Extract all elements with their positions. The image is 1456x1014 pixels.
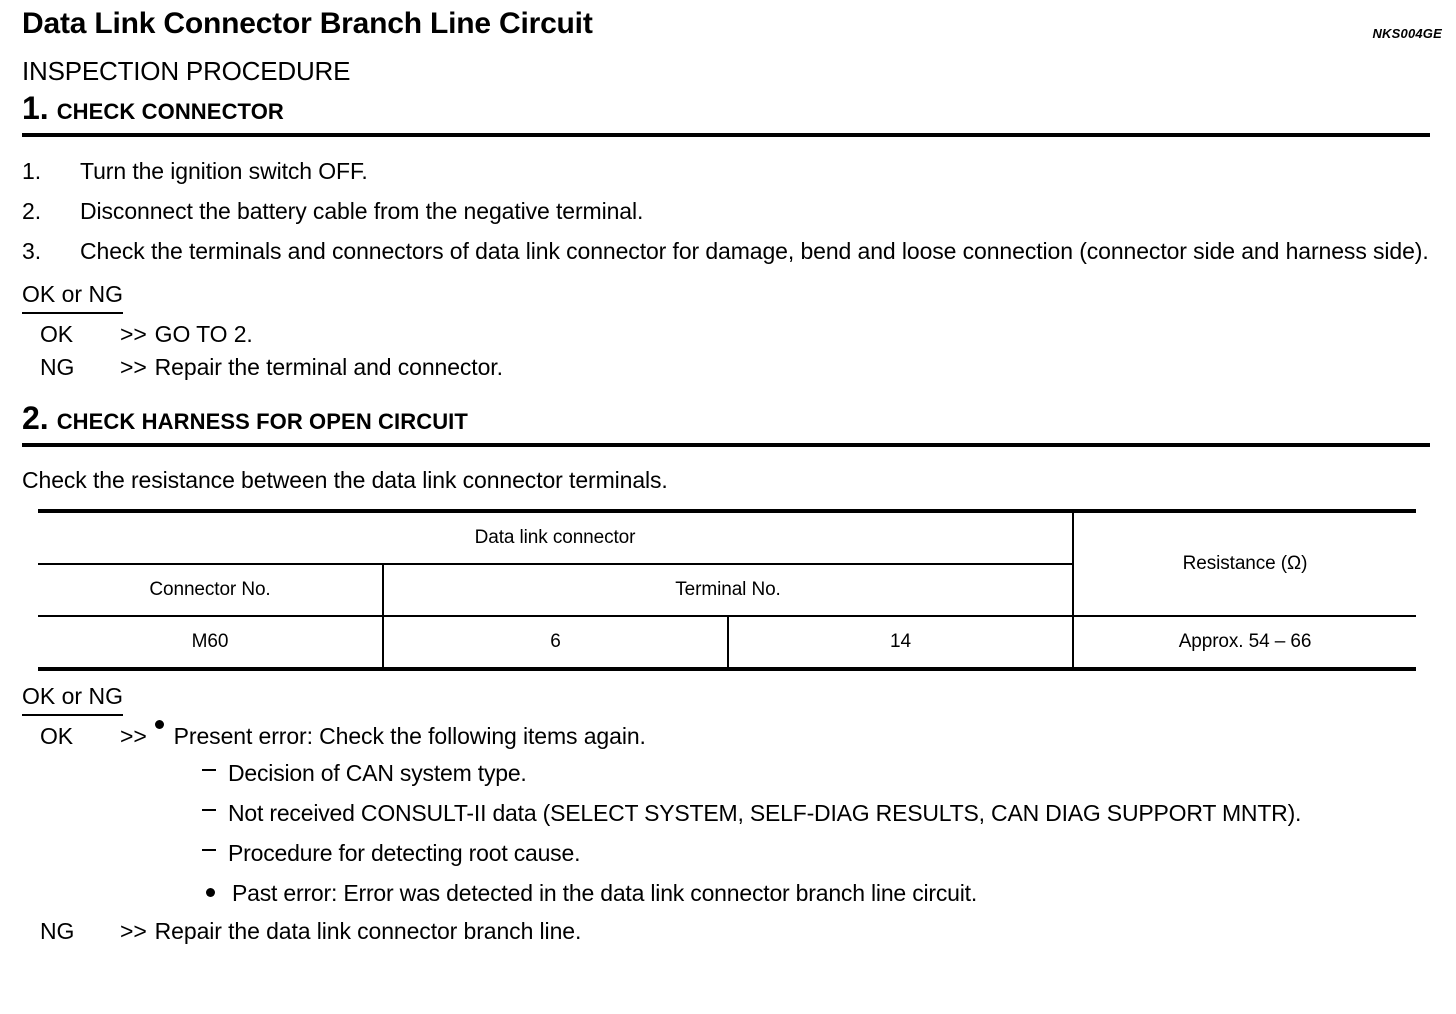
list-item-number: 1. <box>22 158 41 184</box>
list-item-text: Turn the ignition switch OFF. <box>80 158 368 184</box>
list-item-text: Check the terminals and connectors of da… <box>80 238 1429 264</box>
result-key: NG <box>40 918 75 944</box>
title-row: Data Link Connector Branch Line Circuit … <box>0 0 1456 46</box>
result-value: Repair the data link connector branch li… <box>154 918 582 944</box>
section-subtitle: INSPECTION PROCEDURE <box>22 56 351 86</box>
list-item-text: Not received CONSULT-II data (SELECT SYS… <box>228 800 1302 826</box>
list-item: Not received CONSULT-II data (SELECT SYS… <box>202 793 1456 833</box>
step-1-heading: 1. CHECK CONNECTOR <box>22 90 1456 127</box>
result-row-ng: NG >> Repair the data link connector bra… <box>22 915 1456 948</box>
dash-icon <box>202 753 228 793</box>
step-2-results: OK >> Present error: Check the following… <box>22 720 1456 948</box>
result-key: OK <box>40 321 74 347</box>
step-1-result-label: OK or NG <box>22 277 123 314</box>
result-row-ok: OK >> Present error: Check the following… <box>22 720 1456 753</box>
cell-terminal-b: 14 <box>726 616 1074 671</box>
step-1-results: OK >> GO TO 2. NG >> Repair the terminal… <box>22 318 1456 384</box>
result-arrow: >> <box>120 918 147 944</box>
list-item-text: Disconnect the battery cable from the ne… <box>80 198 644 224</box>
step-2-heading: 2. CHECK HARNESS FOR OPEN CIRCUIT <box>22 400 1456 437</box>
step-1-number: 1. <box>22 90 49 126</box>
step-2-divider <box>22 443 1430 447</box>
list-item: Procedure for detecting root cause. <box>202 833 1456 873</box>
resistance-spec-table: Data link connector Resistance (Ω) Conne… <box>38 509 1417 671</box>
list-item-text: Past error: Error was detected in the da… <box>232 880 978 906</box>
list-item: Past error: Error was detected in the da… <box>206 873 1456 913</box>
table-row: M60 6 14 Approx. 54 – 66 <box>38 616 1417 671</box>
result-key: OK <box>40 723 74 749</box>
dash-icon <box>202 833 228 873</box>
result-value: GO TO 2. <box>154 321 253 347</box>
list-item: Decision of CAN system type. <box>202 753 1456 793</box>
result-arrow: >> <box>120 321 147 347</box>
bullet-icon <box>206 873 232 913</box>
table-header-terminal-no: Terminal No. <box>381 564 1074 617</box>
list-item: 2. Disconnect the battery cable from the… <box>22 191 1430 231</box>
result-row-ng: NG >> Repair the terminal and connector. <box>22 351 1456 384</box>
list-item: 1. Turn the ignition switch OFF. <box>22 151 1430 191</box>
page-title: Data Link Connector Branch Line Circuit <box>22 7 593 40</box>
step-2-number: 2. <box>22 400 49 436</box>
list-item-text: Decision of CAN system type. <box>228 760 527 786</box>
table-header-row-cols: Connector No. Terminal No. <box>38 564 1416 617</box>
table-header-connector-no: Connector No. <box>38 564 383 617</box>
table-group-header-connector: Data link connector <box>38 509 1074 565</box>
result-key: NG <box>40 354 75 380</box>
list-item-number: 2. <box>22 198 41 224</box>
table-header-row-group: Data link connector Resistance (Ω) <box>38 509 1417 617</box>
list-item: 3. Check the terminals and connectors of… <box>22 231 1430 271</box>
step-2-result-label: OK or NG <box>22 679 123 716</box>
document-code: NKS004GE <box>1372 26 1442 41</box>
result-row-ok: OK >> GO TO 2. <box>22 318 1456 351</box>
step-2-title: CHECK HARNESS FOR OPEN CIRCUIT <box>56 409 468 434</box>
result-arrow: >> <box>120 354 147 380</box>
list-item-number: 3. <box>22 238 41 264</box>
result-value: Repair the terminal and connector. <box>154 354 503 380</box>
step-1-instruction-list: 1. Turn the ignition switch OFF. 2. Disc… <box>22 151 1430 271</box>
table-header-resistance: Resistance (Ω) <box>1072 509 1417 617</box>
step-2-lead-text: Check the resistance between the data li… <box>22 467 668 493</box>
dash-icon <box>202 793 228 833</box>
step-1-divider <box>22 133 1430 137</box>
list-item-text: Procedure for detecting root cause. <box>228 840 581 866</box>
step-2-sub-items: Decision of CAN system type. Not receive… <box>202 753 1456 913</box>
cell-connector-no: M60 <box>38 616 383 671</box>
step-1-title: CHECK CONNECTOR <box>56 99 284 124</box>
result-arrow: >> <box>120 723 147 749</box>
bullet-icon <box>154 720 164 729</box>
result-value: Present error: Check the following items… <box>173 723 646 749</box>
cell-resistance: Approx. 54 – 66 <box>1072 616 1417 671</box>
cell-terminal-a: 6 <box>382 616 728 671</box>
